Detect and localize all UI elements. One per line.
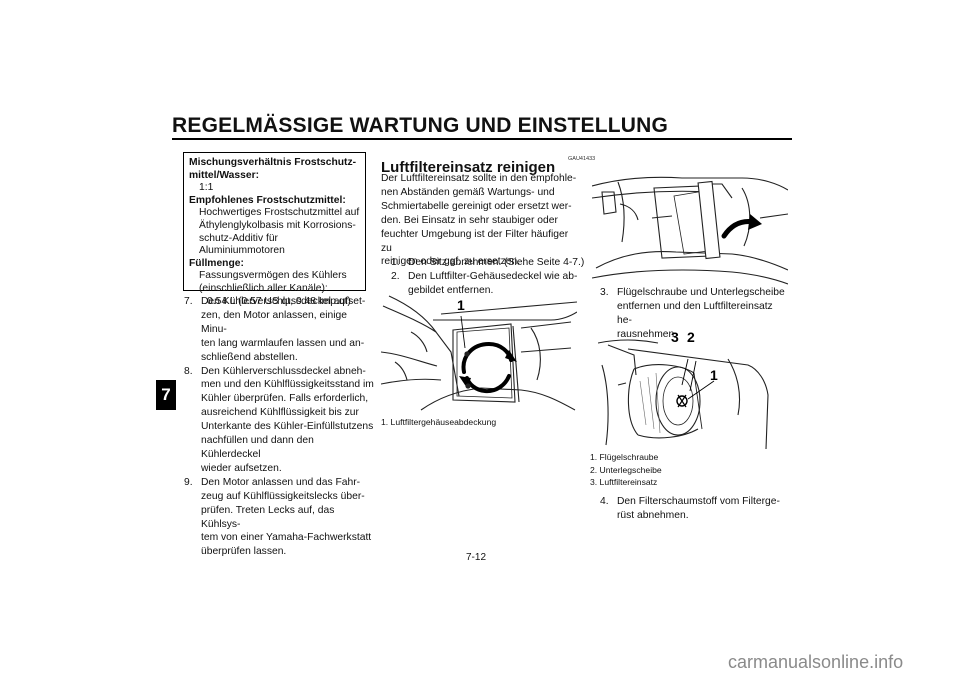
intro-line: nen Abständen gemäß Wartungs- und [381, 186, 555, 198]
step-line: Den Filterschaumstoff vom Filterge- [617, 496, 780, 507]
step-line: tem von einer Yamaha-Fachwerkstatt [201, 532, 372, 544]
arrow-head-top [505, 350, 517, 362]
step-line: Den Kühlerverschlussdeckel abneh- [201, 365, 366, 377]
caption-item: 2. Unterlegscheibe [590, 464, 662, 475]
numbered-step: 2. Den Luftfilter-Gehäusedeckel wie ab-ge… [391, 270, 591, 298]
step-line: ten lang warmlaufen lassen und an- [201, 337, 365, 349]
filter-cover-illustration: 1 [380, 295, 578, 411]
left-steps-list: 7. Den Kühlerverschlussdeckel aufset-zen,… [184, 295, 374, 559]
figure-caption: 1. Luftfiltergehäuseabdeckung [381, 417, 497, 427]
step-text: Den Luftfilter-Gehäusedeckel wie ab-gebi… [408, 270, 577, 298]
step-line: Den Motor anlassen und das Fahr- [201, 476, 361, 488]
right-step-3: 3. Flügelschraube und Unterlegscheibe entf… [600, 286, 790, 342]
step-line: schließend abstellen. [201, 351, 298, 363]
figure-callout-2: 2 [687, 329, 695, 345]
wing-bolt-illustration: 3 2 1 [597, 329, 769, 450]
watermark[interactable]: carmanualsonline.info [728, 652, 904, 672]
right-captions-list: 1. Flügelschraube 2. Unterlegscheibe 3. Lu… [590, 451, 662, 489]
step-line: prüfen. Treten Lecks auf, das Kühlsys- [201, 504, 335, 530]
step-number: 7. [184, 296, 193, 307]
chapter-tab: 7 [156, 380, 176, 410]
step-line: wieder aufsetzen. [201, 462, 282, 474]
step-line: rüst abnehmen. [617, 509, 689, 521]
figure-filter-case [591, 158, 789, 288]
page-title: REGELMÄSSIGE WARTUNG UND EINSTELLUNG [172, 114, 669, 137]
spec-line: (einschließlich aller Kanäle): [199, 282, 328, 294]
step-line: Den Kühlerverschlussdeckel aufset- [201, 296, 366, 307]
header-rule [172, 138, 792, 140]
page-number: 7-12 [466, 552, 487, 563]
intro-paragraph: Der Luftfiltereinsatz sollte in den empf… [381, 172, 581, 269]
step-line: zeug auf Kühlflüssigkeitslecks über- [201, 490, 365, 502]
step-number: 3. [600, 287, 609, 298]
step-text: Den Kühlerverschlussdeckel abneh-men und… [201, 365, 374, 476]
step-3: 3. Flügelschraube und Unterlegscheibe entf… [600, 286, 790, 342]
intro-line: den. Bei Einsatz in sehr staubiger oder [381, 214, 558, 226]
step-line: rausnehmen. [617, 328, 678, 340]
step-line: Kühler überprüfen. Falls erforderlich, [201, 393, 369, 405]
intro-line: reinigen oder ggf. zu ersetzen. [381, 256, 521, 268]
step-text: Den Motor anlassen und das Fahr-zeug auf… [201, 476, 374, 559]
section-code: GAU41433 [568, 156, 596, 162]
step-line: Den Sitz abnehmen. (Siehe Seite 4-7.) [408, 257, 585, 268]
numbered-step: 3. Flügelschraube und Unterlegscheibe entf… [600, 286, 790, 342]
step-line: Den Luftfilter-Gehäusedeckel wie ab- [408, 270, 578, 282]
right-step-4: 4. Den Filterschaumstoff vom Filterge-rüs… [600, 495, 790, 523]
spec-line: mittel/Wasser: [189, 169, 260, 181]
numbered-step: 7. Den Kühlerverschlussdeckel aufset-zen,… [184, 295, 374, 365]
step-line: überprüfen lassen. [201, 546, 287, 558]
intro-lines: Der Luftfiltereinsatz sollte in den empf… [381, 172, 581, 269]
numbered-step: 8. Den Kühlerverschlussdeckel abneh-men u… [184, 365, 374, 476]
step-text: Den Filterschaumstoff vom Filterge-rüst … [617, 495, 780, 523]
step-line: ausreichend Kühlflüssigkeit bis zur [201, 407, 359, 419]
step-number: 2. [391, 270, 400, 282]
caption-item: 1. Flügelschraube [590, 452, 659, 462]
step-line: Flügelschraube und Unterlegscheibe [617, 287, 785, 298]
spec-line: 0.54 L (0.57 US qt, 0.48 Imp.qt) [207, 295, 351, 307]
intro-line: Der Luftfiltereinsatz sollte in den empf… [381, 173, 577, 184]
step-number: 8. [184, 365, 193, 377]
pull-arrow-head [748, 214, 762, 230]
step-number: 4. [600, 496, 609, 507]
numbered-step: 9. Den Motor anlassen und das Fahr-zeug a… [184, 476, 374, 559]
spec-line: Füllmenge: [189, 257, 244, 269]
figure-callout-1: 1 [457, 297, 465, 313]
figure-callout-1-right: 1 [710, 367, 718, 383]
step-number: 9. [184, 476, 193, 488]
figure-callout-3: 3 [671, 329, 679, 345]
step-text: Den Sitz abnehmen. (Siehe Seite 4-7.) [408, 256, 584, 270]
spec-line: Empfohlenes Frostschutzmittel: [189, 194, 346, 206]
step-text: Den Kühlerverschlussdeckel aufset-zen, d… [201, 295, 374, 365]
section-title: Luftfiltereinsatz reinigen [381, 159, 556, 176]
step-line: nachfüllen und dann den Kühlerdeckel [201, 435, 314, 460]
intro-line: feuchter Umgebung ist der Filter häufige… [381, 228, 569, 254]
spec-line: 1:1 [199, 182, 214, 194]
middle-steps-list: 1. Den Sitz abnehmen. (Siehe Seite 4-7.) 2… [391, 256, 591, 298]
spec-line: schutz-Additiv für Aluminiummotoren [199, 232, 285, 257]
step-4: 4. Den Filterschaumstoff vom Filterge-rüs… [600, 495, 790, 523]
spec-line: Hochwertiges Frostschutzmittel auf [199, 207, 360, 219]
intro-line: Schmiertabelle gereinigt oder ersetzt we… [381, 200, 572, 212]
spec-box: Mischungsverhältnis Frostschutz-mittel/W… [183, 152, 366, 307]
figure-filter-cover: 1 [380, 292, 578, 412]
middle-steps: 1. Den Sitz abnehmen. (Siehe Seite 4-7.) 2… [391, 256, 591, 298]
right-captions: 1. Flügelschraube 2. Unterlegscheibe 3. Lu… [590, 451, 662, 489]
spec-line: Äthylenglykolbasis mit Korrosions- [199, 219, 356, 231]
spec-line: Fassungsvermögen des Kühlers [199, 270, 347, 282]
step-line: Unterkante des Kühler-Einfüllstutzens [201, 421, 374, 433]
numbered-step: 4. Den Filterschaumstoff vom Filterge-rüs… [600, 495, 790, 523]
spec-line: Mischungsverhältnis Frostschutz- [189, 157, 357, 168]
spec-lines: Mischungsverhältnis Frostschutz-mittel/W… [189, 157, 360, 308]
caption-item: 3. Luftfiltereinsatz [590, 477, 658, 487]
numbered-step: 1. Den Sitz abnehmen. (Siehe Seite 4-7.) [391, 256, 591, 270]
left-steps: 7. Den Kühlerverschlussdeckel aufset-zen,… [184, 295, 374, 559]
step-line: men und den Kühlflüssigkeitsstand im [201, 379, 374, 391]
step-line: entfernen und den Luftfiltereinsatz he- [617, 300, 773, 326]
step-line: zen, den Motor anlassen, einige Minu- [201, 309, 347, 335]
step-line: gebildet entfernen. [408, 284, 494, 296]
filter-case-illustration [591, 176, 789, 285]
figure-wing-bolt: 3 2 1 [597, 325, 772, 450]
step-text: Flügelschraube und Unterlegscheibe entfer… [617, 286, 790, 342]
step-number: 1. [391, 257, 400, 268]
